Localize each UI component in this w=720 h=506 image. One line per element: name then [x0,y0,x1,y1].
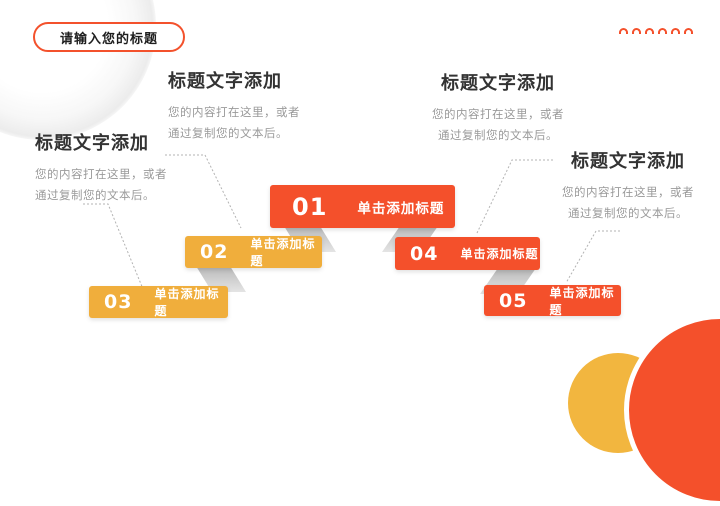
banner-04[interactable]: 04 单击添加标题 [395,237,540,270]
text-block-1[interactable]: 标题文字添加 您的内容打在这里，或者 通过复制您的文本后。 [35,129,177,206]
banner-label: 单击添加标题 [250,237,316,268]
text-block-body: 您的内容打在这里，或者 通过复制您的文本后。 [168,105,300,140]
leader-line-1 [83,203,144,290]
banner-label: 单击添加标题 [549,285,615,317]
text-block-heading: 标题文字添加 [168,71,282,92]
topleft-circle-decoration [0,0,156,140]
arc-icon [658,28,667,34]
leader-line-3 [476,159,553,234]
banner-02[interactable]: 02 单击添加标题 [185,236,322,268]
banner-number: 01 [292,192,328,221]
arc-icon [645,28,654,34]
arc-row-icon [619,28,693,34]
slide-title-placeholder[interactable]: 请输入您的标题 [33,22,185,52]
arc-icon [671,28,680,34]
arc-icon [619,28,628,34]
banner-label: 单击添加标题 [357,200,445,217]
text-block-body: 您的内容打在这里，或者 通过复制您的文本后。 [432,107,564,142]
bottomright-orange-circle [624,314,720,506]
text-block-3[interactable]: 标题文字添加 您的内容打在这里，或者 通过复制您的文本后。 [427,69,569,146]
banner-number: 05 [499,289,528,312]
banner-03[interactable]: 03 单击添加标题 [89,286,228,318]
banner-label: 单击添加标题 [460,247,539,261]
text-block-heading: 标题文字添加 [571,151,685,172]
text-block-2[interactable]: 标题文字添加 您的内容打在这里，或者 通过复制您的文本后。 [168,67,310,144]
text-block-heading: 标题文字添加 [35,133,149,154]
banner-number: 03 [104,291,133,313]
arc-icon [684,28,693,34]
arc-icon [632,28,641,34]
text-block-body: 您的内容打在这里，或者 通过复制您的文本后。 [35,167,167,202]
banner-05[interactable]: 05 单击添加标题 [484,285,621,317]
text-block-heading: 标题文字添加 [441,73,555,94]
banner-label: 单击添加标题 [154,287,220,318]
leader-line-4 [565,230,620,284]
banner-01[interactable]: 01 单击添加标题 [270,185,455,228]
text-block-4[interactable]: 标题文字添加 您的内容打在这里，或者 通过复制您的文本后。 [557,147,699,224]
banner-number: 02 [200,241,229,263]
text-block-body: 您的内容打在这里，或者 通过复制您的文本后。 [562,185,694,220]
banner-number: 04 [410,242,439,265]
